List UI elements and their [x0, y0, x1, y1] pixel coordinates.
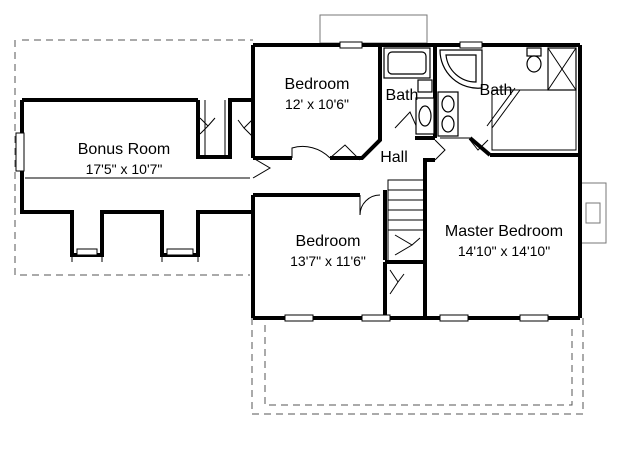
stairs	[387, 179, 426, 263]
bedroom-top-dimensions: 12' x 10'6"	[285, 96, 349, 112]
bath-right-label: Bath	[480, 82, 513, 99]
bedroom-top-swing	[329, 144, 361, 161]
bedroom-top-label: Bedroom	[285, 76, 350, 93]
bonus-room-label: Bonus Room	[78, 141, 171, 158]
master-bath-door	[434, 139, 446, 161]
doors	[252, 87, 521, 295]
bath-left-label: Bath	[386, 87, 419, 104]
bedroom-lower-dimensions: 13'7" x 11'6"	[290, 253, 366, 269]
toilet-left	[417, 79, 433, 93]
window-bottom-1	[284, 314, 314, 322]
bath-left-door	[394, 111, 419, 131]
window-bottom-2	[361, 314, 391, 322]
exterior-windows	[284, 41, 549, 322]
window-top-2	[459, 41, 483, 49]
hall-closet-door	[252, 157, 271, 179]
master-bedroom-dimensions: 14'10" x 14'10"	[458, 243, 550, 259]
window-bottom-3	[439, 314, 469, 322]
bonus-room-walls	[15, 98, 253, 262]
bonus-window-1	[76, 248, 98, 256]
bedroom-lower-door	[359, 194, 381, 216]
bonus-window-left	[15, 132, 25, 172]
bath-right-closet	[491, 89, 577, 151]
closet-door	[389, 269, 405, 295]
master-entry-door	[469, 139, 489, 151]
bedroom-top-door	[291, 145, 331, 159]
toilet-right	[526, 47, 542, 57]
bonus-window-2	[166, 248, 194, 256]
bonus-closet-doors	[199, 117, 253, 137]
hall-label: Hall	[380, 149, 408, 166]
window-top-1	[339, 41, 363, 49]
bonus-room-dimensions: 17'5" x 10'7"	[86, 161, 163, 177]
bedroom-lower-label: Bedroom	[296, 233, 361, 250]
master-bedroom-label: Master Bedroom	[445, 223, 563, 240]
window-bottom-4	[519, 314, 549, 322]
bath-fixtures	[383, 47, 577, 151]
porch-outline	[251, 318, 584, 415]
